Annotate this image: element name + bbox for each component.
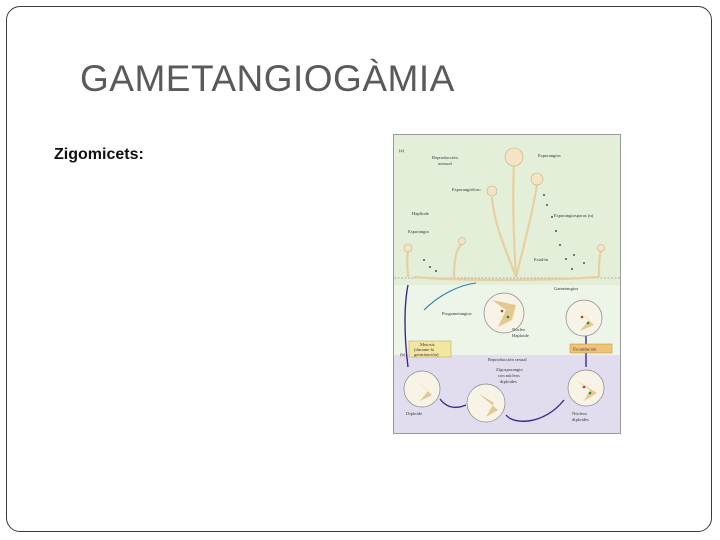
label-nucleo-2: Haploide xyxy=(512,333,529,338)
label-asexual-repro-1: Reproducción xyxy=(432,155,458,160)
label-nucleos-diploides-1: Núcleos xyxy=(572,411,587,416)
teal-arrow xyxy=(423,282,477,311)
label-diploide: Diploide xyxy=(406,411,422,416)
label-esporangiosporas: Esporangiosporas (n) xyxy=(554,213,594,218)
label-progametangios: Progametangios xyxy=(442,311,472,316)
label-meiosis-1: Meiosis xyxy=(420,342,435,347)
spores xyxy=(423,194,585,272)
label-fecundacion: Fecundación xyxy=(573,347,597,352)
label-zigo-3: diploides xyxy=(500,379,517,384)
label-zigo-1: Zigosporangio xyxy=(496,367,523,372)
label-esporangios: Esporangios xyxy=(538,153,561,158)
meiosis-box xyxy=(408,340,452,358)
zygomycete-lifecycle-figure: (a) (b) Reproducción asexual Esporangios… xyxy=(393,134,621,434)
label-nucleos-diploides-2: diploides xyxy=(572,417,589,422)
label-meiosis-2: (durante la xyxy=(414,347,434,352)
label-repro-sexual: Reproducción sexual xyxy=(488,357,527,362)
sporangia xyxy=(403,147,605,253)
nuclei xyxy=(500,309,592,395)
label-meiosis-3: germinación) xyxy=(414,352,439,357)
panel-b-label: (b) xyxy=(400,352,406,357)
magnified-circles xyxy=(403,292,605,423)
lifecycle-diagram: (a) (b) Reproducción asexual Esporangios… xyxy=(394,135,620,433)
slide-title: GAMETANGIOGÀMIA xyxy=(80,58,455,99)
sporangiophores xyxy=(406,162,603,282)
panel-a-label: (a) xyxy=(399,148,405,153)
slide-subtitle: Zigomicets: xyxy=(54,146,144,163)
label-zigo-2: con núcleos xyxy=(498,373,520,378)
label-asexual-repro-2: asexual xyxy=(438,161,452,166)
hyphae-shapes xyxy=(414,300,597,417)
label-esporangio: Esporangio xyxy=(408,229,430,234)
label-gametangios: Gametangios xyxy=(554,286,578,291)
label-hapliode: Haplíode xyxy=(412,211,429,216)
label-esporangioforo: Esporangióforo xyxy=(452,187,481,192)
fecundacion-box xyxy=(569,343,613,354)
label-estolon: Estolón xyxy=(534,257,549,262)
label-nucleo-1: Núcleo xyxy=(512,327,526,332)
